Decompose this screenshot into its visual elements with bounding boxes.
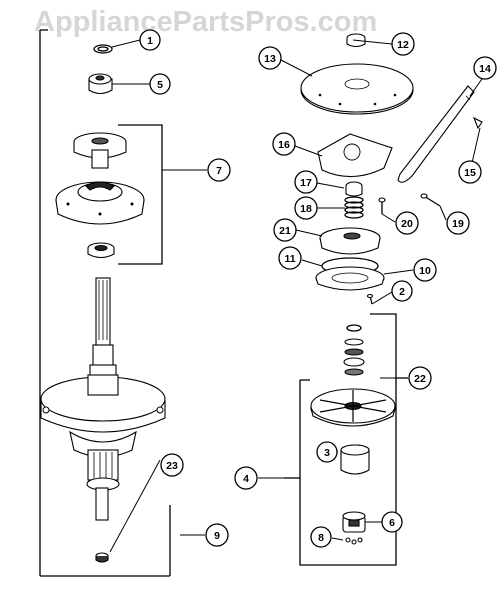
part-transmission bbox=[40, 277, 166, 563]
part-cover-13 bbox=[300, 63, 414, 115]
callout-13: 13 bbox=[258, 46, 282, 70]
svg-text:15: 15 bbox=[464, 167, 476, 179]
callout-19: 19 bbox=[446, 211, 470, 235]
svg-text:10: 10 bbox=[419, 265, 431, 277]
svg-text:20: 20 bbox=[401, 218, 413, 230]
callout-7: 7 bbox=[207, 158, 231, 182]
part-wheel-plate bbox=[310, 388, 396, 427]
svg-text:12: 12 bbox=[397, 39, 409, 51]
svg-text:2: 2 bbox=[399, 286, 405, 298]
svg-text:14: 14 bbox=[479, 63, 491, 75]
svg-text:7: 7 bbox=[216, 165, 222, 177]
svg-text:21: 21 bbox=[279, 225, 291, 237]
svg-text:1: 1 bbox=[147, 35, 153, 47]
svg-text:16: 16 bbox=[278, 139, 290, 151]
svg-text:13: 13 bbox=[264, 53, 276, 65]
part-rings-10-11 bbox=[315, 257, 385, 291]
part-screw-19 bbox=[420, 193, 441, 207]
callout-22: 22 bbox=[408, 366, 432, 390]
svg-text:9: 9 bbox=[214, 530, 220, 542]
svg-text:11: 11 bbox=[284, 253, 295, 265]
part-clutch-21 bbox=[319, 227, 381, 255]
callout-9: 9 bbox=[205, 523, 229, 547]
part-nut-5 bbox=[88, 73, 113, 95]
svg-text:23: 23 bbox=[166, 460, 178, 472]
svg-text:3: 3 bbox=[324, 447, 330, 459]
callout-16: 16 bbox=[272, 132, 296, 156]
svg-text:18: 18 bbox=[300, 203, 312, 215]
callout-11: 11 bbox=[278, 246, 302, 270]
callout-17: 17 bbox=[294, 170, 318, 194]
callout-1: 1 bbox=[139, 29, 161, 51]
svg-text:5: 5 bbox=[157, 79, 163, 91]
callout-14: 14 bbox=[473, 56, 497, 80]
callout-2: 2 bbox=[391, 280, 413, 302]
part-clip-15 bbox=[472, 116, 483, 130]
callout-12: 12 bbox=[391, 32, 415, 56]
callout-10: 10 bbox=[413, 258, 437, 282]
svg-text:19: 19 bbox=[452, 218, 464, 230]
svg-text:17: 17 bbox=[300, 177, 312, 189]
callout-4: 4 bbox=[234, 466, 258, 490]
part-ring-1 bbox=[93, 44, 113, 54]
callout-21: 21 bbox=[273, 218, 297, 242]
callout-23: 23 bbox=[160, 453, 184, 477]
part-cam-16 bbox=[317, 133, 393, 178]
callout-18: 18 bbox=[294, 196, 318, 220]
watermark-text: AppliancePartsPros.com bbox=[34, 6, 378, 38]
part-cylinder-3 bbox=[340, 444, 370, 475]
svg-text:4: 4 bbox=[243, 473, 249, 485]
leader-lines bbox=[109, 39, 485, 553]
part-bar-14 bbox=[397, 85, 475, 183]
part-hub-assembly-7 bbox=[55, 124, 163, 265]
part-nut-17 bbox=[345, 181, 363, 197]
callout-5: 5 bbox=[149, 73, 171, 95]
callout-20: 20 bbox=[395, 211, 419, 235]
callout-6: 6 bbox=[381, 511, 403, 533]
part-spring-18 bbox=[344, 196, 364, 219]
svg-text:8: 8 bbox=[318, 532, 324, 544]
left-assembly-bracket bbox=[39, 29, 171, 577]
callout-8: 8 bbox=[310, 526, 332, 548]
svg-text:22: 22 bbox=[414, 373, 426, 385]
part-washers-22 bbox=[343, 313, 408, 478]
svg-text:6: 6 bbox=[389, 517, 395, 529]
part-washers-8 bbox=[345, 537, 363, 545]
part-cap-12 bbox=[346, 33, 366, 48]
part-screw-2 bbox=[366, 293, 374, 305]
callout-15: 15 bbox=[458, 160, 482, 184]
part-coupler-6 bbox=[342, 511, 366, 533]
part-screw-20 bbox=[378, 197, 386, 214]
callout-3: 3 bbox=[316, 441, 338, 463]
